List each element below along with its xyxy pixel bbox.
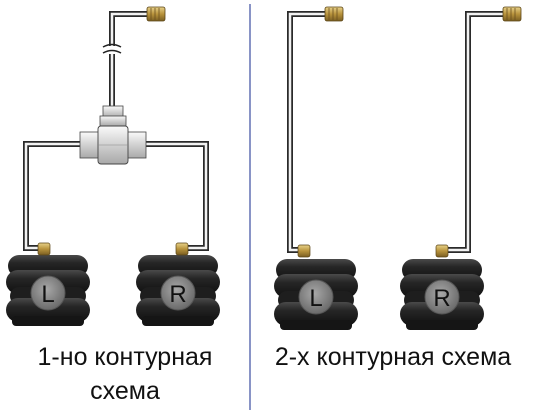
bag-label-right: R	[433, 285, 450, 312]
air-bag-left: L	[6, 255, 90, 326]
air-line-right-circuit	[446, 11, 504, 253]
tee-fitting	[79, 105, 147, 165]
supply-air-line	[102, 11, 148, 112]
bag-label-left: L	[41, 281, 54, 308]
bag-label-circle	[160, 275, 196, 311]
bag-fitting-left	[297, 244, 311, 258]
bag-label-circle	[298, 279, 334, 315]
bag-label-circle	[424, 279, 460, 315]
single-circuit-scheme: L R	[6, 6, 220, 326]
single-circuit-caption-line2: схема	[90, 377, 160, 405]
top-brass-fitting-left	[324, 6, 344, 22]
top-brass-fitting-right	[502, 6, 522, 22]
bag-fitting-left	[37, 242, 51, 256]
bag-label-left: L	[309, 285, 322, 312]
air-line-left-circuit	[287, 11, 326, 253]
single-circuit-caption-line1: 1-но контурная	[37, 343, 213, 371]
bag-fitting-right	[435, 244, 449, 258]
bag-fitting-right	[175, 242, 189, 256]
bag-label-right: R	[169, 281, 186, 308]
air-bag-left: L	[274, 259, 358, 330]
air-bag-right: R	[136, 255, 220, 326]
supply-brass-fitting	[146, 6, 166, 22]
air-bag-right: R	[400, 259, 484, 330]
dual-circuit-scheme: L R	[274, 6, 522, 330]
dual-circuit-caption: 2-х контурная схема	[274, 343, 512, 371]
branch-air-lines	[23, 141, 209, 251]
bag-label-circle	[30, 275, 66, 311]
